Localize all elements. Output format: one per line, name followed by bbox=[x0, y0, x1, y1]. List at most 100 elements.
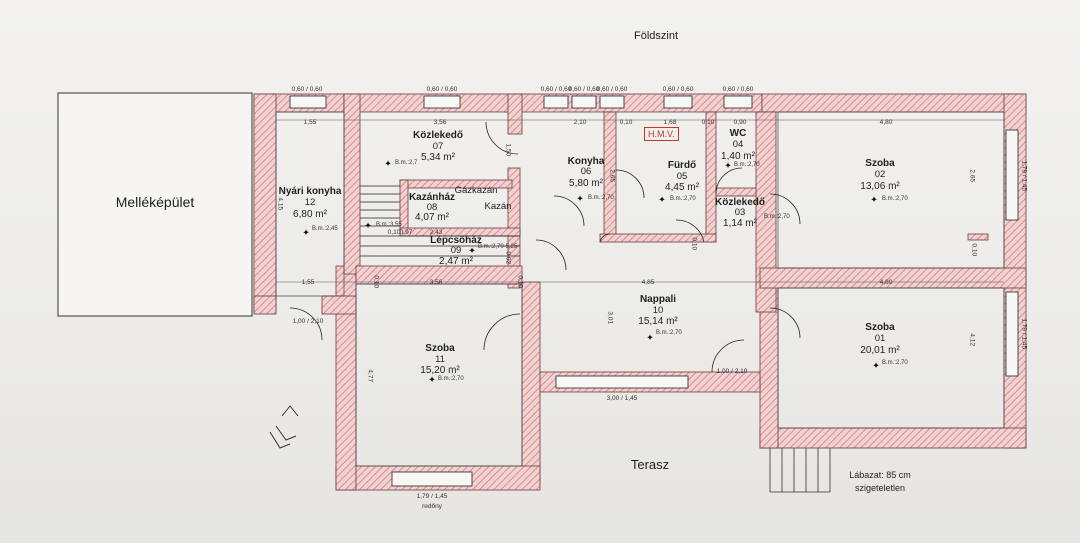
dim-label: 0,10 bbox=[970, 243, 978, 257]
wall-kitchen-south bbox=[599, 233, 717, 243]
dim-label: 3,56 bbox=[433, 119, 447, 126]
level-marker-icon: ✦ bbox=[724, 160, 732, 171]
door-swing bbox=[615, 169, 645, 199]
room-12-name: Nyári konyha bbox=[278, 186, 342, 197]
room-01-name: Szoba bbox=[865, 322, 895, 333]
level-marker-icon: ✦ bbox=[468, 245, 476, 256]
level-marker-icon: ✦ bbox=[384, 158, 392, 169]
opening-label: 0,60 / 0,60 bbox=[291, 86, 323, 93]
room-04-area: 1,40 m² bbox=[721, 151, 755, 162]
hmv-label: H.M.V. bbox=[644, 127, 679, 141]
level-marker-icon: ✦ bbox=[364, 220, 372, 231]
dim-label: 3,01 bbox=[606, 311, 614, 325]
room-02-area: 13,06 m² bbox=[860, 181, 900, 192]
dim-label: 0,10 bbox=[372, 275, 380, 289]
room-03-number: 03 bbox=[734, 207, 746, 218]
dim-label: 0,10 bbox=[619, 119, 633, 126]
room-08-bm: B.m.:3,55 bbox=[376, 222, 402, 228]
window-right-1 bbox=[1005, 129, 1019, 221]
room-05-bm: B.m.:2,70 bbox=[670, 196, 696, 202]
plinth-note-1: Lábazat: 85 cm bbox=[849, 470, 911, 480]
stair-steps bbox=[360, 185, 520, 257]
room-08-area: 4,07 m² bbox=[415, 212, 449, 223]
room-11-area: 15,20 m² bbox=[420, 365, 460, 376]
door-swing bbox=[485, 121, 519, 155]
annex-label: Melléképület bbox=[115, 194, 195, 210]
dim-label: 4,85 bbox=[641, 279, 655, 286]
outline-room01 bbox=[777, 287, 1005, 429]
level-marker-icon: ✦ bbox=[302, 227, 310, 238]
room-06-bm: B.m.:2,70 bbox=[588, 195, 614, 201]
room-06-number: 06 bbox=[580, 166, 592, 177]
dim-label: 0,10 bbox=[701, 119, 715, 126]
sheet-title: Földszint bbox=[633, 30, 679, 42]
room-07-number: 07 bbox=[432, 141, 444, 152]
window-top-1 bbox=[289, 95, 327, 109]
wall-left-outer bbox=[253, 93, 277, 311]
door-swing bbox=[535, 239, 567, 271]
window-top-4 bbox=[571, 95, 597, 109]
room-07-name: Közlekedő bbox=[412, 130, 464, 141]
exterior-walls bbox=[253, 93, 1027, 491]
dim-label: 2,43 bbox=[429, 229, 443, 236]
room-07-bm: B.m.:2,7 bbox=[395, 160, 418, 166]
door-swing bbox=[715, 167, 743, 195]
opening-label: 0,60 / 0,60 bbox=[568, 86, 600, 93]
level-marker-icon: ✦ bbox=[576, 193, 584, 204]
room-09-area: 2,47 m² bbox=[439, 256, 473, 267]
dim-label: 0,10 bbox=[516, 275, 524, 289]
window-top-7 bbox=[723, 95, 753, 109]
windows bbox=[289, 95, 1019, 487]
room-12-area: 6,80 m² bbox=[293, 209, 327, 220]
room-02-name: Szoba bbox=[865, 158, 895, 169]
room-03-area: 1,14 m² bbox=[723, 218, 757, 229]
outline-room02 bbox=[777, 111, 1005, 269]
wall-top-right bbox=[761, 93, 1027, 113]
room-02-bm: B.m.:2,70 bbox=[882, 196, 908, 202]
terrace-label: Terasz bbox=[630, 457, 670, 472]
room-06-name: Konyha bbox=[567, 156, 605, 167]
door-swing bbox=[553, 195, 585, 227]
room-11-bm: B.m.:2,70 bbox=[438, 376, 464, 382]
dim-label: 2,10 bbox=[573, 119, 587, 126]
room-09-number: 09 bbox=[450, 245, 462, 256]
dim-label: 0,92 bbox=[504, 251, 512, 265]
door-swing bbox=[769, 307, 801, 339]
dimension-lines bbox=[276, 119, 1004, 283]
north-arrow-stroke bbox=[269, 431, 291, 449]
room-10-number: 10 bbox=[652, 305, 664, 316]
room-05-name: Fürdő bbox=[667, 160, 697, 171]
room-01-area: 20,01 m² bbox=[860, 345, 900, 356]
room-07-area: 5,34 m² bbox=[421, 152, 455, 163]
room-03-bm: B.m.:2,70 bbox=[764, 214, 790, 220]
outline-room12 bbox=[275, 111, 345, 297]
window-right-2 bbox=[1005, 291, 1019, 377]
opening-label: 0,60 / 0,60 bbox=[722, 86, 754, 93]
wall-room02-west bbox=[755, 111, 777, 313]
room-06-area: 5,80 m² bbox=[569, 178, 603, 189]
room-12-number: 12 bbox=[304, 197, 316, 208]
room-01-number: 01 bbox=[874, 333, 886, 344]
plinth-note-2: szigeteletlen bbox=[854, 483, 906, 493]
room-05-area: 4,45 m² bbox=[665, 182, 699, 193]
opening-label: 1,00 / 2,10 bbox=[716, 368, 748, 375]
room-04-bm: B.m.:2,70 bbox=[734, 162, 760, 168]
level-marker-icon: ✦ bbox=[872, 360, 880, 371]
outline-room11 bbox=[355, 283, 523, 467]
annex-outline bbox=[57, 92, 253, 317]
dim-label: 4,15 bbox=[276, 197, 284, 211]
wall-left-lower-2 bbox=[321, 295, 357, 315]
dim-label: 1,68 bbox=[663, 119, 677, 126]
door-swing bbox=[769, 193, 801, 225]
dim-label: 0,90 bbox=[733, 119, 747, 126]
room-10-name: Nappali bbox=[639, 294, 677, 305]
gas-boiler-label: Gázkazán bbox=[454, 185, 498, 196]
room-05-number: 05 bbox=[676, 171, 688, 182]
dim-label: 4,80 bbox=[879, 119, 893, 126]
door-swings bbox=[289, 121, 801, 373]
dim-label: 4,80 bbox=[879, 279, 893, 286]
dim-label: 4,77 bbox=[366, 369, 374, 383]
dim-label: 2,65 bbox=[608, 169, 616, 183]
wall-nyari-east bbox=[343, 93, 361, 275]
